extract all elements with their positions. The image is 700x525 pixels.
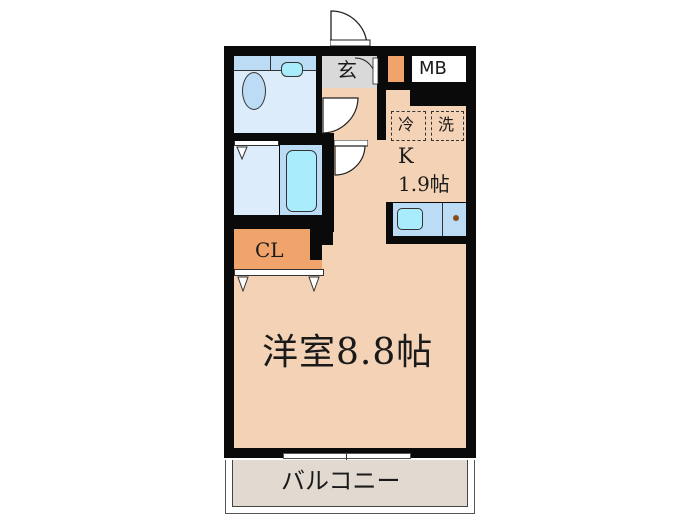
wall xyxy=(234,215,334,229)
sliding-arrow-icon xyxy=(308,276,320,292)
bathtub xyxy=(286,150,317,212)
kitchen-size: 1.9帖 xyxy=(398,172,450,196)
kitchen-floor xyxy=(386,90,466,205)
sliding-arrow-icon xyxy=(236,146,248,160)
genkan-label: 玄 xyxy=(337,58,357,82)
closet-label: CL xyxy=(255,238,284,262)
washroom-door xyxy=(333,139,369,176)
shoe-box xyxy=(386,56,404,82)
washer-label: 洗 xyxy=(438,115,455,134)
stove-icon xyxy=(453,215,459,221)
toilet-sink xyxy=(281,62,303,77)
genkan xyxy=(322,56,377,88)
washer-space xyxy=(431,111,464,141)
door-swing-icon xyxy=(329,10,371,47)
kitchen-label: K xyxy=(398,144,414,168)
toilet-bowl xyxy=(242,72,266,110)
closet xyxy=(234,229,322,269)
door-swing-icon xyxy=(355,57,379,85)
hall-door xyxy=(322,96,360,134)
entry-door xyxy=(329,10,372,48)
wall xyxy=(322,140,334,232)
counter-divider xyxy=(442,203,443,236)
balcony-label: バルコニー xyxy=(281,467,401,495)
sliding-arrow-icon xyxy=(237,276,249,292)
fridge-label: 冷 xyxy=(398,115,415,134)
meter-box xyxy=(412,56,466,82)
kitchen-sink xyxy=(397,208,423,230)
window-center xyxy=(346,452,347,460)
toilet-sink-divider xyxy=(270,56,271,71)
western-room xyxy=(234,245,466,448)
wall xyxy=(377,56,386,136)
wall xyxy=(410,86,466,106)
closet-notch xyxy=(310,229,322,260)
toilet-tank xyxy=(234,56,316,71)
wall xyxy=(316,56,322,140)
balcony-window xyxy=(283,453,411,459)
fridge-space xyxy=(391,111,426,141)
balcony xyxy=(232,460,468,507)
western-room-label: 洋室8.8帖 xyxy=(262,332,434,373)
door-swing-icon xyxy=(333,139,369,176)
door-swing-icon xyxy=(322,97,359,134)
mb-label: MB xyxy=(419,58,447,79)
wall xyxy=(234,133,334,141)
closet-door-rail xyxy=(234,269,324,276)
